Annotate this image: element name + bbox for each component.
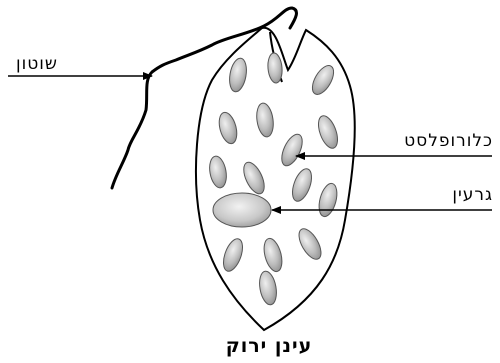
nucleus-label: גרעין <box>452 185 493 205</box>
chloroplast-label: כלורופלסט <box>404 131 493 151</box>
diagram-title: עינן ירוק <box>226 335 313 357</box>
nucleus <box>213 193 271 227</box>
flagellum-label: שוטון <box>16 54 58 74</box>
